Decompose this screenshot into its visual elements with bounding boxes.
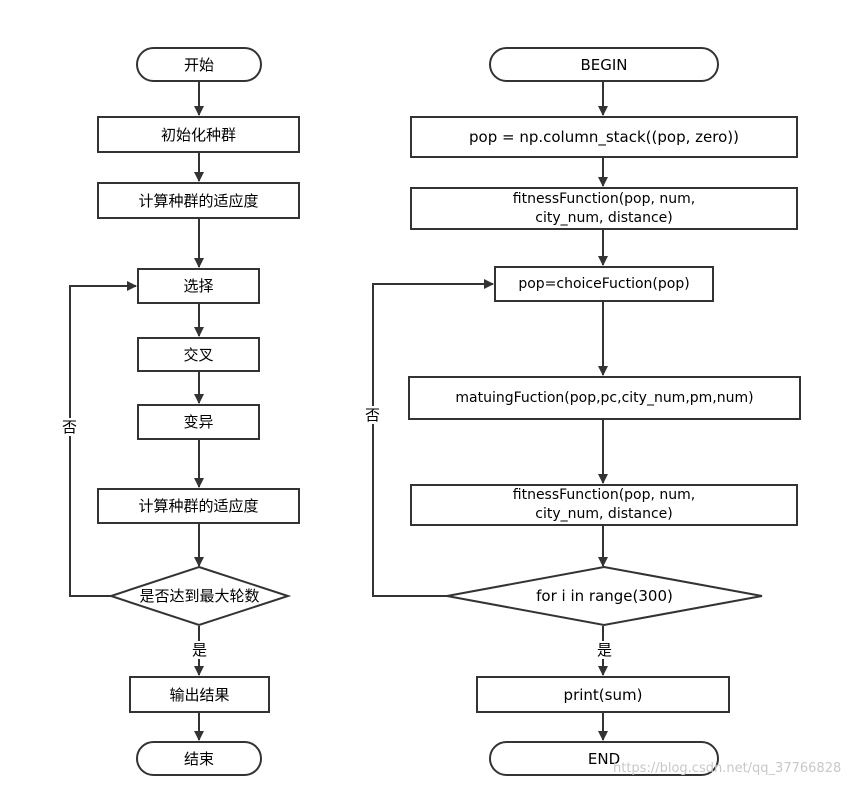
right-mutate-node: matuingFuction(pop,pc,city_num,pm,num) bbox=[408, 376, 801, 420]
right-loop-back bbox=[372, 279, 494, 597]
right-no-label: 否 bbox=[365, 406, 381, 424]
left-crossover-node: 交叉 bbox=[137, 337, 260, 372]
left-fitness2-label: 计算种群的适应度 bbox=[138, 497, 259, 515]
watermark: https://blog.csdn.net/qq_37766828 bbox=[613, 761, 842, 776]
left-start-label: 开始 bbox=[183, 55, 214, 74]
left-loop-back bbox=[69, 281, 137, 597]
right-decision-diamond bbox=[446, 565, 763, 627]
right-print-label: print(sum) bbox=[563, 685, 643, 704]
left-decision-diamond bbox=[107, 565, 292, 627]
right-fitness2-label: fitnessFunction(pop, num, city_num, dist… bbox=[512, 487, 696, 522]
right-print-node: print(sum) bbox=[476, 676, 730, 713]
left-decision-label: 是否达到最大轮数 bbox=[139, 587, 260, 605]
right-end-label: END bbox=[587, 749, 621, 768]
right-end-node: END bbox=[489, 741, 719, 776]
left-end-label: 结束 bbox=[183, 749, 214, 768]
left-crossover-label: 交叉 bbox=[183, 345, 214, 364]
right-mutate-label: matuingFuction(pop,pc,city_num,pm,num) bbox=[455, 389, 754, 406]
left-mutate-label: 变异 bbox=[183, 413, 214, 431]
left-no-label: 否 bbox=[62, 418, 78, 436]
right-fitness1-node: fitnessFunction(pop, num, city_num, dist… bbox=[410, 187, 798, 230]
right-decision-label: for i in range(300) bbox=[536, 587, 673, 605]
right-choice-label: pop=choiceFuction(pop) bbox=[518, 275, 690, 292]
right-choice-node: pop=choiceFuction(pop) bbox=[494, 266, 714, 302]
left-end-node: 结束 bbox=[136, 741, 262, 776]
right-stack-label: pop = np.column_stack((pop, zero)) bbox=[469, 128, 739, 146]
left-output-node: 输出结果 bbox=[129, 676, 270, 713]
right-begin-node: BEGIN bbox=[489, 47, 719, 82]
left-init-node: 初始化种群 bbox=[97, 116, 300, 153]
left-select-node: 选择 bbox=[137, 268, 260, 304]
left-fitness1-node: 计算种群的适应度 bbox=[97, 182, 300, 219]
left-output-label: 输出结果 bbox=[169, 685, 230, 704]
right-fitness2-node: fitnessFunction(pop, num, city_num, dist… bbox=[410, 484, 798, 526]
left-yes-label: 是 bbox=[192, 641, 208, 659]
left-init-label: 初始化种群 bbox=[160, 125, 236, 144]
right-fitness1-label: fitnessFunction(pop, num, city_num, dist… bbox=[512, 190, 696, 226]
left-fitness2-node: 计算种群的适应度 bbox=[97, 488, 300, 524]
left-mutate-node: 变异 bbox=[137, 404, 260, 440]
right-begin-label: BEGIN bbox=[580, 55, 628, 74]
left-fitness1-label: 计算种群的适应度 bbox=[138, 191, 259, 210]
left-start-node: 开始 bbox=[136, 47, 262, 82]
right-stack-node: pop = np.column_stack((pop, zero)) bbox=[410, 116, 798, 158]
left-select-label: 选择 bbox=[183, 277, 214, 295]
right-yes-label: 是 bbox=[597, 641, 613, 659]
